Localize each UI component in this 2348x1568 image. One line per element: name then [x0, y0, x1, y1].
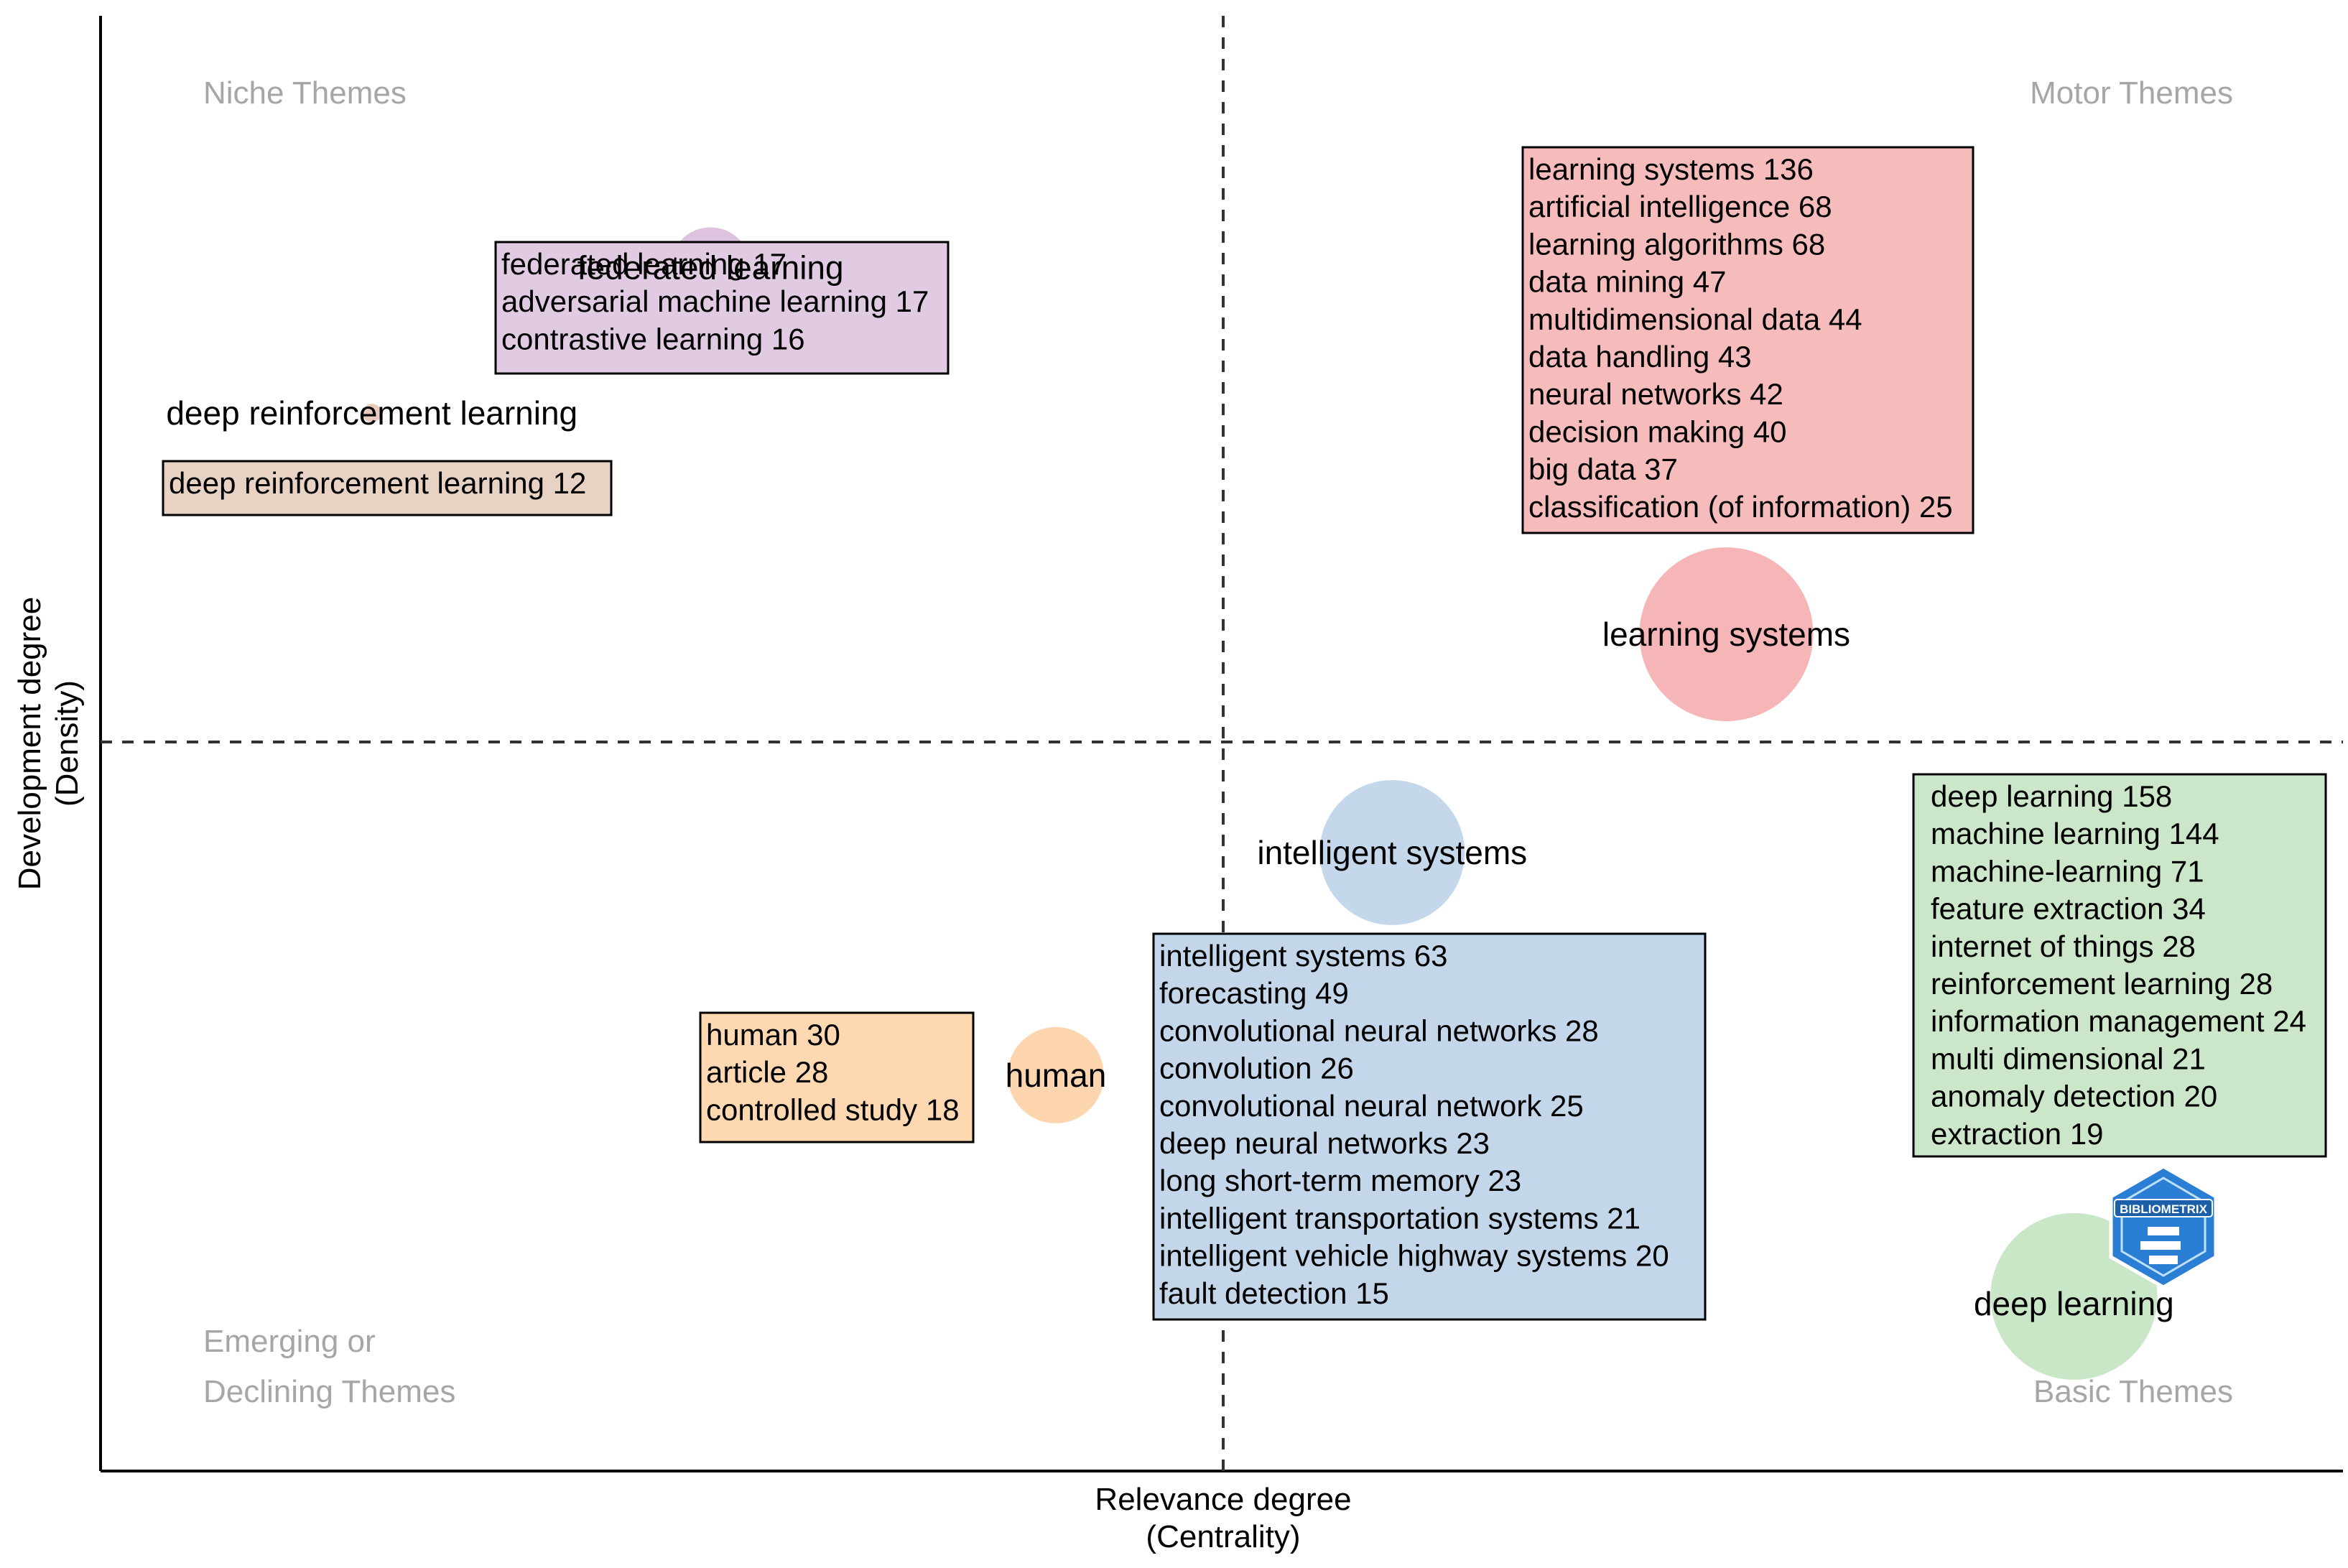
- term-intelligent-systems-4: convolutional neural network 25: [1159, 1089, 1584, 1123]
- term-intelligent-systems-1: forecasting 49: [1159, 976, 1349, 1010]
- bubble-deep-reinforcement-learning: [362, 404, 381, 423]
- logo-bar-2: [2140, 1241, 2181, 1250]
- logo-text: BIBLIOMETRIX: [2120, 1202, 2207, 1216]
- term-learning-systems-0: learning systems 136: [1528, 152, 1814, 186]
- term-deep-learning-3: feature extraction 34: [1931, 892, 2206, 926]
- y-axis-title-line2: (Density): [50, 680, 85, 807]
- cluster-labels: federated learning deep reinforcement lea…: [166, 249, 2173, 1322]
- term-deep-learning-4: internet of things 28: [1931, 929, 2196, 963]
- bubble-human: [1007, 1026, 1104, 1123]
- term-deep-learning-2: machine-learning 71: [1931, 854, 2204, 888]
- y-axis-title-line1: Development degree: [12, 597, 47, 890]
- term-deep-reinforcement-learning-0: deep reinforcement learning 12: [169, 466, 586, 500]
- quadrant-label-basic: Basic Themes: [2033, 1374, 2233, 1409]
- term-deep-learning-8: anomaly detection 20: [1931, 1080, 2217, 1113]
- x-axis-title-line1: Relevance degree: [1095, 1482, 1351, 1517]
- cluster-label-human: human: [1006, 1057, 1107, 1094]
- term-federated-learning-1: adversarial machine learning 17: [501, 284, 929, 318]
- term-learning-systems-1: artificial intelligence 68: [1528, 190, 1832, 223]
- term-box-learning-systems: [1521, 146, 1975, 534]
- term-human-0: human 30: [706, 1018, 840, 1052]
- bubble-intelligent-systems: [1319, 779, 1465, 925]
- term-intelligent-systems-2: convolutional neural networks 28: [1159, 1013, 1599, 1047]
- quadrant-label-emerging: Emerging or: [203, 1324, 376, 1359]
- term-intelligent-systems-6: long short-term memory 23: [1159, 1164, 1521, 1197]
- term-deep-learning-7: multi dimensional 21: [1931, 1042, 2206, 1075]
- term-deep-learning-0: deep learning 158: [1931, 779, 2172, 813]
- term-learning-systems-5: data handling 43: [1528, 340, 1752, 374]
- term-deep-learning-1: machine learning 144: [1931, 817, 2219, 850]
- cluster-label-deep-reinforcement-learning: deep reinforcement learning: [166, 394, 577, 432]
- term-box-deep-reinforcement-learning: [162, 460, 613, 516]
- cluster-bubbles: [362, 227, 2158, 1380]
- logo-bar-1: [2148, 1227, 2179, 1235]
- term-intelligent-systems-5: deep neural networks 23: [1159, 1126, 1490, 1160]
- quadrant-label-declining: Declining Themes: [203, 1374, 455, 1409]
- term-intelligent-systems-8: intelligent vehicle highway systems 20: [1159, 1239, 1669, 1273]
- quadrant-label-motor: Motor Themes: [2030, 75, 2233, 111]
- logo-bar-3: [2149, 1256, 2178, 1264]
- term-learning-systems-9: classification (of information) 25: [1528, 490, 1953, 524]
- term-deep-learning-6: information management 24: [1931, 1004, 2306, 1038]
- term-intelligent-systems-7: intelligent transportation systems 21: [1159, 1201, 1641, 1235]
- term-box-intelligent-systems: [1152, 932, 1707, 1321]
- term-intelligent-systems-0: intelligent systems 63: [1159, 939, 1448, 973]
- logo-banner: [2114, 1199, 2213, 1217]
- cluster-label-deep-learning: deep learning: [1974, 1285, 2174, 1322]
- term-box-human: [699, 1011, 975, 1143]
- bibliometrix-logo: BIBLIOMETRIX: [2109, 1164, 2218, 1289]
- term-human-2: controlled study 18: [706, 1093, 960, 1126]
- term-learning-systems-4: multidimensional data 44: [1528, 302, 1862, 336]
- term-intelligent-systems-3: convolution 26: [1159, 1052, 1354, 1085]
- x-axis-title-line2: (Centrality): [1146, 1519, 1300, 1554]
- term-deep-learning-9: extraction 19: [1931, 1117, 2103, 1151]
- term-box-deep-learning: [1912, 773, 2327, 1158]
- term-learning-systems-3: data mining 47: [1528, 265, 1727, 299]
- quadrant-labels: Niche Themes Motor Themes Emerging or De…: [203, 75, 2233, 1409]
- term-human-1: article 28: [706, 1055, 828, 1089]
- cluster-label-learning-systems: learning systems: [1602, 616, 1850, 653]
- term-learning-systems-7: decision making 40: [1528, 414, 1787, 448]
- term-federated-learning-2: contrastive learning 16: [501, 322, 805, 356]
- term-deep-learning-5: reinforcement learning 28: [1931, 967, 2273, 1001]
- term-learning-systems-2: learning algorithms 68: [1528, 227, 1825, 261]
- quadrant-label-niche: Niche Themes: [203, 75, 407, 111]
- term-learning-systems-8: big data 37: [1528, 453, 1678, 486]
- cluster-label-intelligent-systems: intelligent systems: [1257, 834, 1527, 871]
- axes: Relevance degree (Centrality) Developmen…: [12, 16, 2343, 1554]
- term-intelligent-systems-9: fault detection 15: [1159, 1276, 1389, 1310]
- term-learning-systems-6: neural networks 42: [1528, 377, 1783, 411]
- cluster-label-federated-learning: federated learning: [577, 249, 844, 286]
- term-box-federated-learning: [494, 241, 950, 375]
- bubble-learning-systems: [1639, 547, 1814, 722]
- term-federated-learning-0: federated learning 17: [501, 247, 786, 281]
